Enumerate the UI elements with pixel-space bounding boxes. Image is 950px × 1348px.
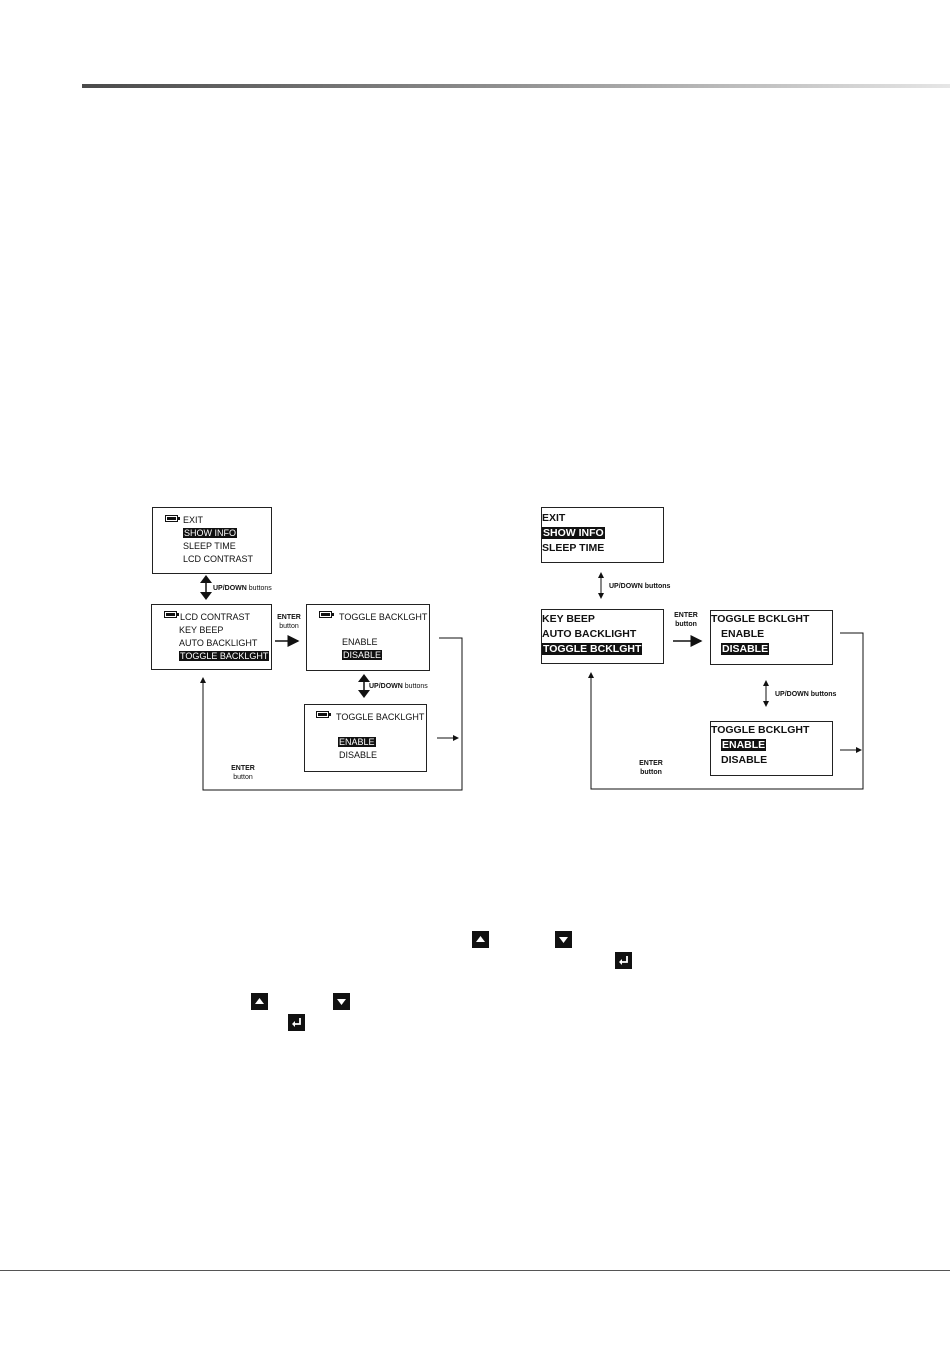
menu-line: LCD CONTRAST [180,612,251,622]
right-menu1-screen: EXIT SHOW INFO SLEEP TIME [541,507,664,563]
menu-line-selected: TOGGLE BCKLGHT [542,643,643,655]
toggle-title: TOGGLE BACKLGHT [336,712,425,722]
menu-line-selected: SHOW INFO [183,528,237,538]
toggle-title: TOGGLE BACKLGHT [339,612,428,622]
option-disable-selected: DISABLE [342,650,383,660]
menu-line: LCD CONTRAST [183,554,254,564]
battery-icon [316,711,331,718]
menu-line-selected: TOGGLE BACKLGHT [179,651,270,661]
option-enable-selected: ENABLE [338,737,376,747]
left-toggle-screen-a: TOGGLE BACKLGHT ENABLE DISABLE [306,604,430,671]
menu-line: AUTO BACKLIGHT [542,628,637,640]
enter-key-icon [288,1014,305,1031]
up-arrow-icon [251,993,268,1010]
menu-line: SLEEP TIME [183,541,236,551]
menu-line: SLEEP TIME [542,542,605,554]
enter-key-icon [615,952,632,969]
menu-line-selected: SHOW INFO [542,527,605,539]
down-arrow-icon [555,931,572,948]
option-disable: DISABLE [339,750,378,760]
battery-icon [319,611,334,618]
option-enable-selected: ENABLE [721,739,767,751]
menu-line: KEY BEEP [179,625,224,635]
header-rule [82,84,950,88]
left-menu2-screen: LCD CONTRAST KEY BEEP AUTO BACKLIGHT TOG… [151,604,272,670]
menu-line: KEY BEEP [542,613,595,625]
up-arrow-icon [472,931,489,948]
updown-label: UP/DOWN buttons [213,585,272,592]
left-toggle-screen-b: TOGGLE BACKLGHT ENABLE DISABLE [304,704,427,772]
option-enable: ENABLE [721,628,765,640]
footer-rule [0,1270,950,1271]
option-disable-selected: DISABLE [721,643,770,655]
menu-line: EXIT [183,515,204,525]
toggle-title: TOGGLE BCKLGHT [711,724,810,736]
toggle-title: TOGGLE BCKLGHT [711,613,810,625]
option-disable: DISABLE [721,754,768,766]
updown-label: UP/DOWN buttons [369,683,428,690]
battery-icon [164,611,179,618]
left-menu1-screen: EXIT SHOW INFO SLEEP TIME LCD CONTRAST [152,507,272,574]
down-arrow-icon [333,993,350,1010]
menu-line: EXIT [542,512,566,524]
battery-icon [165,515,180,522]
right-toggle-screen-a: TOGGLE BCKLGHT ENABLE DISABLE [710,610,833,665]
updown-label: UP/DOWN buttons [609,583,671,590]
menu-line: AUTO BACKLIGHT [179,638,258,648]
updown-label: UP/DOWN buttons [775,691,837,698]
right-menu2-screen: KEY BEEP AUTO BACKLIGHT TOGGLE BCKLGHT [541,609,664,664]
option-enable: ENABLE [342,637,378,647]
right-toggle-screen-b: TOGGLE BCKLGHT ENABLE DISABLE [710,721,833,776]
